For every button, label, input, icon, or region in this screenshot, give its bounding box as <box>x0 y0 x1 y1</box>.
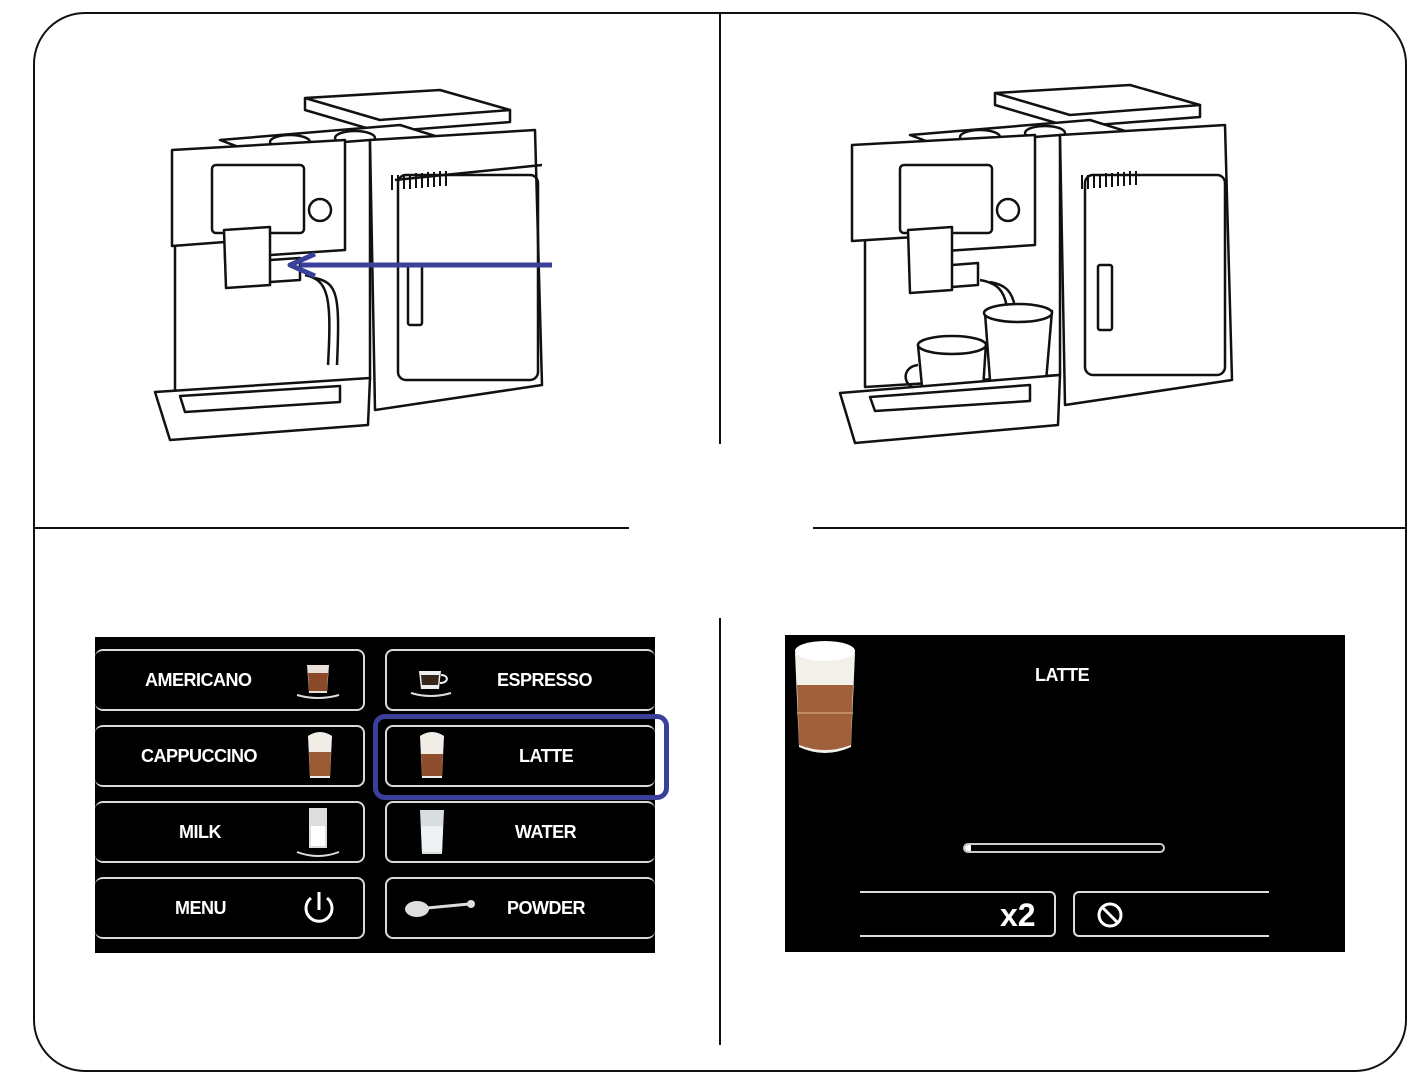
cappuccino-glass-icon <box>300 728 340 784</box>
tile-espresso[interactable]: ESPRESSO <box>385 649 655 711</box>
vertical-divider-top <box>719 12 721 444</box>
power-icon <box>299 888 339 928</box>
cancel-button[interactable] <box>1073 891 1269 937</box>
brew-title: LATTE <box>1035 665 1089 686</box>
tile-cappuccino[interactable]: CAPPUCCINO <box>95 725 365 787</box>
brew-progress-bar <box>963 843 1165 853</box>
double-shot-button[interactable]: x2 <box>860 891 1056 937</box>
milk-icon <box>293 804 343 860</box>
horizontal-divider-right <box>813 527 1407 529</box>
tile-label: CAPPUCCINO <box>141 746 257 767</box>
tile-water[interactable]: WATER <box>385 801 655 863</box>
water-glass-icon <box>412 804 452 860</box>
tile-americano[interactable]: AMERICANO <box>95 649 365 711</box>
panel-top-right <box>830 75 1260 455</box>
vertical-divider-bottom <box>719 618 721 1045</box>
latte-selection-highlight <box>373 714 669 800</box>
brew-progress-fill <box>965 845 971 851</box>
tile-label: POWDER <box>507 898 585 919</box>
latte-glass-icon <box>785 635 865 760</box>
americano-cup-icon <box>293 659 343 701</box>
powder-spoon-icon <box>399 894 479 924</box>
tile-powder[interactable]: POWDER <box>385 877 655 939</box>
tile-milk[interactable]: MILK <box>95 801 365 863</box>
brew-screen: LATTE x2 <box>785 635 1345 952</box>
tile-label: MENU <box>175 898 226 919</box>
cancel-icon <box>1095 900 1125 930</box>
tile-label: WATER <box>515 822 576 843</box>
panel-top-left <box>140 80 570 450</box>
tile-menu[interactable]: MENU <box>95 877 365 939</box>
coffee-machine-with-cups-icon <box>830 75 1260 455</box>
espresso-cup-icon <box>407 661 457 701</box>
tile-label: ESPRESSO <box>497 670 592 691</box>
horizontal-divider-left <box>33 527 629 529</box>
double-shot-label: x2 <box>1000 897 1036 934</box>
coffee-machine-with-arrow-icon <box>140 80 570 450</box>
tile-label: MILK <box>179 822 221 843</box>
tile-label: AMERICANO <box>145 670 252 691</box>
